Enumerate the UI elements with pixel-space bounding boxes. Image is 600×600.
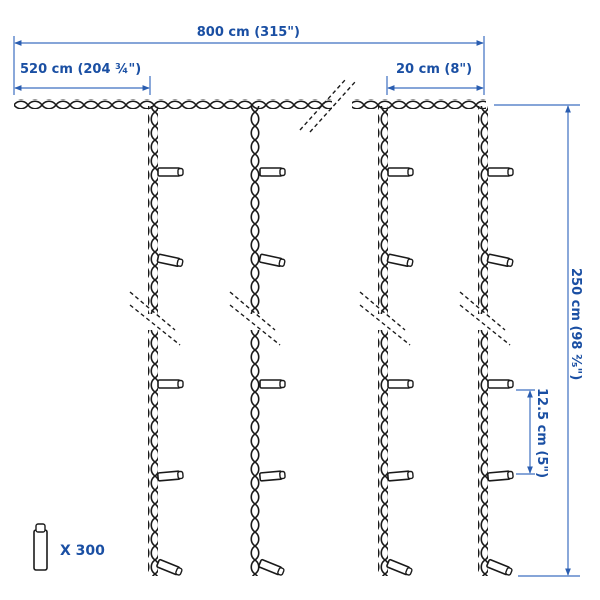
bulb-icon (156, 470, 185, 482)
bulb-icon (257, 558, 286, 577)
strand-height-label: 250 cm (98 ²⁄₅") (568, 268, 583, 380)
bulb-icon (487, 167, 514, 177)
bulb-icon (258, 470, 287, 482)
bulb-icon (258, 253, 287, 268)
bulb-icon (156, 253, 185, 268)
strand (129, 106, 181, 576)
strands (129, 106, 511, 576)
lead-width-label: 520 cm (204 ¾") (20, 62, 141, 77)
quantity-label: X 300 (60, 543, 105, 559)
strand-spacing-label: 20 cm (8") (396, 62, 472, 77)
legend: X 300 (33, 523, 105, 571)
break-mark (299, 79, 356, 133)
top-cable (14, 79, 486, 133)
dimension-lines (13, 36, 580, 577)
bulb-icon (386, 253, 415, 268)
bulbs (155, 167, 515, 577)
bulb-icon (157, 167, 184, 177)
bulb-icon (157, 379, 184, 389)
bulb-icon (486, 253, 515, 268)
bulb-icon (385, 558, 414, 577)
bulb-icon (386, 470, 415, 482)
bulb-icon (259, 167, 286, 177)
bulb-icon (155, 558, 184, 577)
bulb-icon (33, 523, 48, 571)
break-mark (229, 291, 281, 346)
bulb-icon (487, 379, 514, 389)
bulb-icon (486, 470, 515, 482)
strand (359, 106, 411, 576)
total-width-label: 800 cm (315") (197, 25, 300, 40)
break-mark (459, 291, 511, 346)
strand (459, 106, 511, 576)
bulb-icon (387, 167, 414, 177)
bulb-icon (259, 379, 286, 389)
break-mark (129, 291, 181, 346)
bulb-icon (485, 558, 514, 577)
strand (229, 106, 281, 576)
bulb-icon (387, 379, 414, 389)
break-mark (359, 291, 411, 346)
bulb-spacing-label: 12.5 cm (5") (534, 388, 549, 478)
